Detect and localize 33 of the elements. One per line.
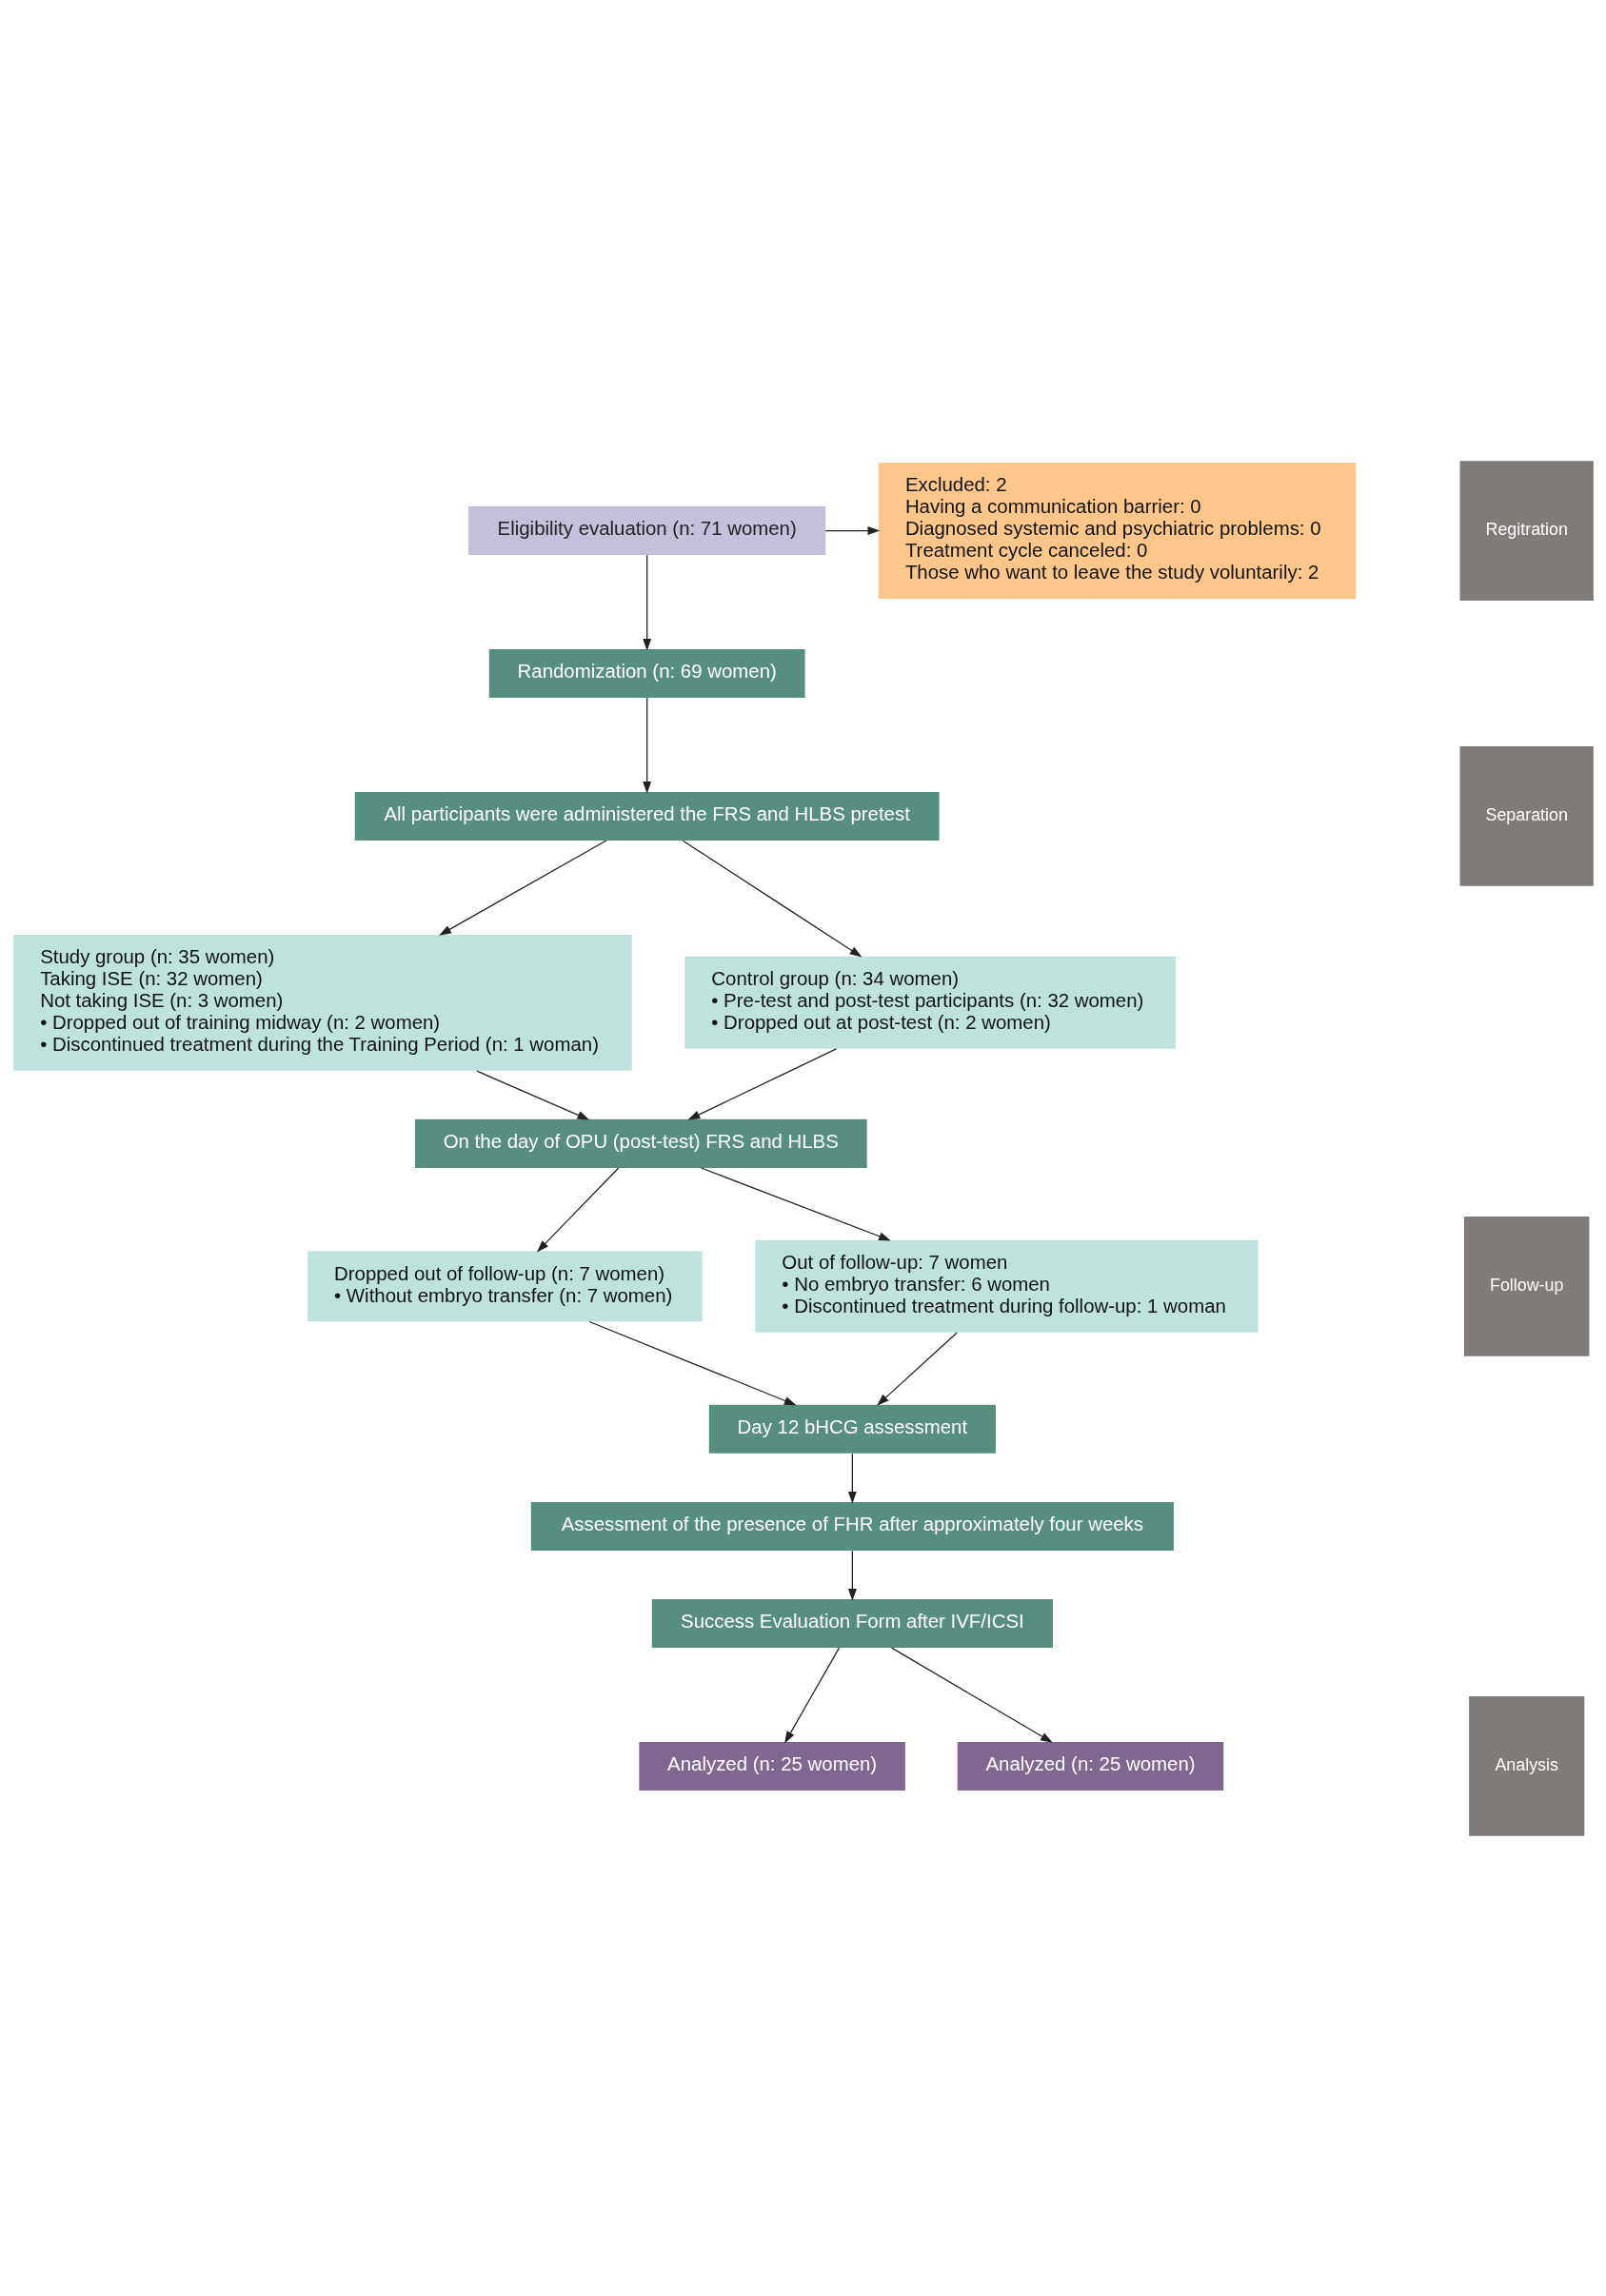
arrow — [475, 1069, 589, 1120]
arrow — [783, 1647, 840, 1743]
node-box: Day 12 bHCG assessment — [708, 1404, 996, 1454]
node-box: Study group (n: 35 women) Taking ISE (n: 32 women) Not taking ISE (n: 3 women) • Dropped out of training midway (n: 2 women) • Discontinued treatment during the Training Period (n: 1 woman) — [12, 934, 632, 1071]
node-box: Follow-up — [1463, 1216, 1589, 1356]
node-box: Analyzed (n: 25 women) — [957, 1741, 1223, 1791]
arrow — [686, 1047, 837, 1120]
node-box: Dropped out of follow-up (n: 7 women) • Without embryo transfer (n: 7 women) — [307, 1250, 703, 1321]
node-box: Regitration — [1459, 460, 1594, 601]
node-box: All participants were administered the FRS and HLBS pretest — [354, 791, 940, 841]
node-box: Excluded: 2 Having a communication barrier: 0 Diagnosed systemic and psychiatric problems: 0 Treatment cycle canceled: 0 Those who want to leave the study voluntarily: 2 — [878, 462, 1356, 599]
node-box: Separation — [1459, 745, 1594, 886]
node-box: Assessment of the presence of FHR after approximately four weeks — [530, 1501, 1174, 1551]
arrow — [824, 525, 880, 535]
arrow — [890, 1647, 1053, 1743]
arrow — [876, 1331, 958, 1406]
arrow — [847, 1453, 857, 1504]
node-box: Analyzed (n: 25 women) — [638, 1741, 905, 1791]
arrow — [438, 839, 606, 936]
arrow — [642, 554, 651, 651]
node-box: Randomization (n: 69 women) — [488, 648, 805, 698]
node-box: Out of follow-up: 7 women • No embryo transfer: 6 women • Discontinued treatment during follow-up: 1 woman — [754, 1239, 1259, 1333]
node-box: Control group (n: 34 women) • Pre-test and post-test participants (n: 32 women) • Dropped out at post-test (n: 2 women) — [684, 956, 1176, 1049]
node-box: Eligibility evaluation (n: 71 women) — [467, 505, 825, 555]
arrow — [642, 696, 651, 794]
node-box: On the day of OPU (post-test) FRS and HLBS — [414, 1118, 867, 1168]
arrow — [536, 1166, 619, 1252]
node-box: Success Evaluation Form after IVF/ICSI — [651, 1598, 1053, 1648]
arrow — [588, 1320, 797, 1405]
arrow — [700, 1166, 891, 1240]
arrow — [847, 1550, 857, 1601]
arrow — [682, 840, 862, 958]
node-box: Analysis — [1468, 1695, 1584, 1836]
